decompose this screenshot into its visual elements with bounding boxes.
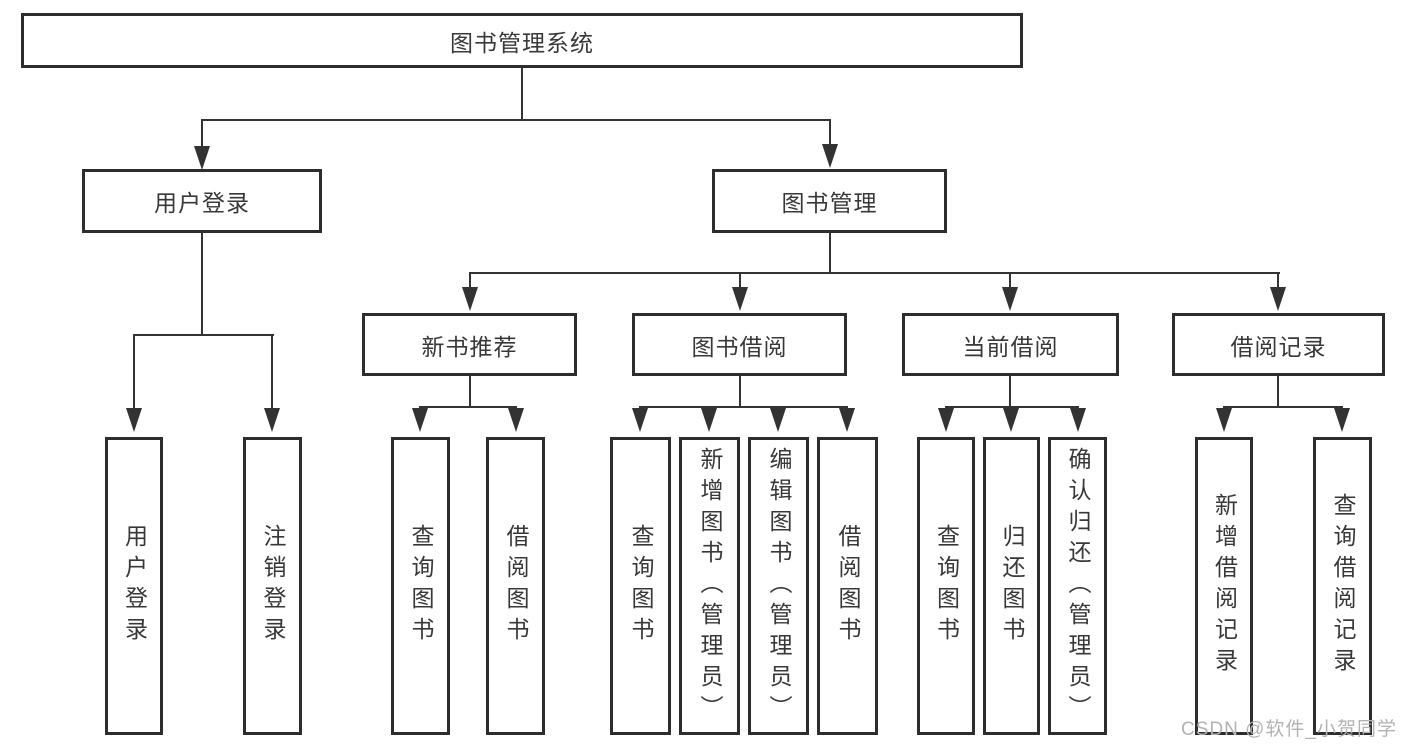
arrow-down-icon — [1070, 408, 1086, 432]
leaf-add-borrow-record: 新增借阅记录 — [1195, 437, 1253, 735]
arrow-down-icon — [732, 287, 748, 311]
edge-line — [1277, 376, 1279, 407]
arrow-down-icon — [632, 408, 648, 432]
leaf-query-books-recommend: 查询图书 — [391, 437, 450, 735]
edge-line — [469, 272, 1280, 274]
edge-line — [419, 406, 517, 408]
node-book-borrowing: 图书借阅 — [632, 313, 847, 376]
leaf-label: 编辑图书（管理员） — [766, 446, 792, 726]
node-borrowing-records: 借阅记录 — [1172, 313, 1385, 376]
node-label: 用户登录 — [154, 190, 250, 216]
edge-line — [1009, 273, 1011, 287]
node-label: 当前借阅 — [962, 333, 1059, 360]
node-user-login: 用户登录 — [82, 169, 322, 233]
arrow-down-icon — [194, 146, 210, 170]
edge-line — [639, 406, 848, 408]
edge-line — [739, 273, 741, 287]
edge-line — [133, 334, 274, 336]
edge-line — [469, 273, 471, 287]
leaf-edit-books-admin: 编辑图书（管理员） — [748, 437, 809, 735]
node-book-management: 图书管理 — [712, 169, 947, 233]
edge-line — [829, 233, 831, 273]
leaf-query-books-borrowing: 查询图书 — [610, 437, 671, 735]
leaf-user-login: 用户登录 — [105, 437, 163, 735]
leaf-label: 查询图书 — [408, 524, 434, 648]
leaf-logout: 注销登录 — [243, 437, 302, 735]
node-label: 图书管理系统 — [450, 29, 594, 56]
node-label: 图书借阅 — [691, 333, 788, 360]
leaf-add-books-admin: 新增图书（管理员） — [679, 437, 740, 735]
leaf-label: 查询借阅记录 — [1330, 493, 1356, 679]
arrow-down-icon — [938, 408, 954, 432]
edge-line — [739, 376, 741, 407]
arrow-down-icon — [822, 144, 838, 168]
arrow-down-icon — [839, 408, 855, 432]
edge-line — [201, 119, 831, 121]
edge-line — [201, 120, 203, 146]
edge-line — [201, 233, 203, 335]
edge-line — [133, 335, 135, 408]
leaf-label: 新增借阅记录 — [1211, 493, 1238, 679]
node-new-book-recommend: 新书推荐 — [362, 313, 577, 376]
leaf-label: 用户登录 — [121, 524, 148, 648]
arrow-down-icon — [412, 408, 428, 432]
arrow-down-icon — [508, 408, 524, 432]
leaf-return-books: 归还图书 — [983, 437, 1040, 735]
leaf-label: 借阅图书 — [835, 524, 861, 648]
edge-line — [945, 406, 1079, 408]
edge-line — [1223, 406, 1343, 408]
arrow-down-icon — [1003, 408, 1019, 432]
node-label: 新书推荐 — [421, 333, 518, 360]
arrow-down-icon — [126, 408, 142, 432]
leaf-label: 注销登录 — [260, 524, 286, 648]
arrow-down-icon — [1334, 408, 1350, 432]
edge-line — [469, 376, 471, 407]
edge-line — [1009, 376, 1011, 407]
node-label: 借阅记录 — [1230, 333, 1327, 360]
leaf-confirm-return-admin: 确认归还（管理员） — [1048, 437, 1107, 735]
edge-line — [829, 120, 831, 144]
arrow-down-icon — [1270, 287, 1286, 311]
leaf-borrow-books-borrowing: 借阅图书 — [817, 437, 878, 735]
node-current-borrowing: 当前借阅 — [902, 313, 1119, 376]
arrow-down-icon — [701, 408, 717, 432]
arrow-down-icon — [1216, 408, 1232, 432]
arrow-down-icon — [462, 287, 478, 311]
leaf-query-books-current: 查询图书 — [917, 437, 975, 735]
arrow-down-icon — [1002, 287, 1018, 311]
edge-line — [521, 68, 523, 120]
leaf-label: 归还图书 — [999, 524, 1025, 648]
arrow-down-icon — [264, 408, 280, 432]
arrow-down-icon — [770, 408, 786, 432]
edge-line — [1277, 273, 1279, 287]
leaf-label: 确认归还（管理员） — [1065, 446, 1091, 726]
leaf-label: 查询图书 — [933, 524, 960, 648]
edge-line — [271, 335, 273, 408]
leaf-borrow-books-recommend: 借阅图书 — [486, 437, 545, 735]
leaf-label: 借阅图书 — [503, 524, 529, 648]
csdn-watermark: CSDN @软件_小贺同学 — [1181, 719, 1397, 740]
node-label: 图书管理 — [781, 190, 878, 216]
leaf-label: 新增图书（管理员） — [697, 446, 723, 726]
leaf-query-borrow-record: 查询借阅记录 — [1313, 437, 1372, 735]
node-root-system: 图书管理系统 — [21, 13, 1023, 68]
leaf-label: 查询图书 — [628, 524, 654, 648]
